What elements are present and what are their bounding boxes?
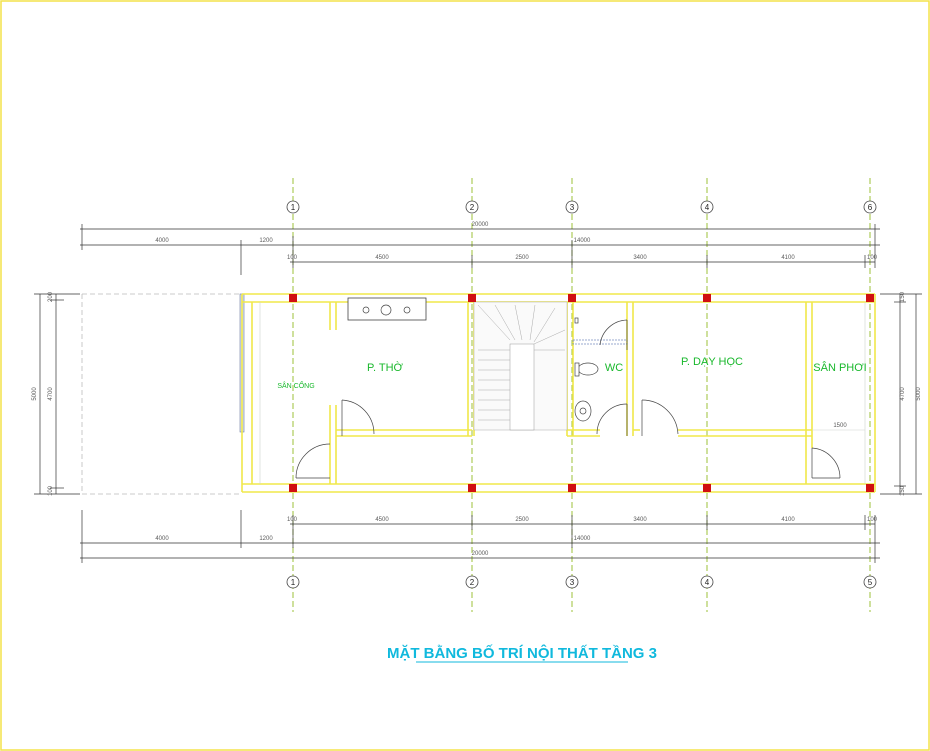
dim-span-bottom: 100: [867, 517, 878, 523]
dim-span-top: 100: [867, 255, 878, 261]
drawing-title-text: MẶT BẰNG BỐ TRÍ NỘI THẤT TẦNG 3: [387, 644, 657, 662]
front-yard-outline: [81, 293, 242, 495]
dim-right-top: 150: [900, 291, 906, 302]
wc-fixtures: [572, 317, 628, 422]
dim-left-b-bottom: 1200: [259, 536, 273, 542]
dim-span-top: 3400: [633, 255, 647, 261]
left-dimension-lines: [34, 293, 80, 495]
bottom-dimension-lines: [80, 510, 880, 563]
dim-span-bottom: 4500: [375, 517, 389, 523]
dim-right-inner: 4700: [900, 387, 906, 401]
dim-left-bottom: 100: [48, 485, 54, 496]
dim-span-top: 2500: [515, 255, 529, 261]
top-dimension-lines: [80, 224, 880, 275]
dim-span-top: 4100: [781, 255, 795, 261]
axis-label-top: 6: [868, 203, 873, 212]
axis-label-bottom: 4: [705, 578, 710, 587]
dim-span-bottom: 100: [287, 517, 298, 523]
railings: [259, 302, 866, 484]
dim-right-outer: 5000: [916, 387, 922, 401]
room-labels: P. THỜ WC P. DẠY HỌC SÂN PHƠI SÂN CỔNG 1…: [277, 356, 866, 429]
room-label-tho: P. THỜ: [367, 361, 403, 374]
dim-sub-top: 14000: [574, 238, 591, 244]
dim-sub-bottom: 14000: [574, 536, 591, 542]
room-label-wc: WC: [605, 362, 623, 374]
columns: [289, 294, 874, 492]
dim-span-top: 100: [287, 255, 298, 261]
axis-label-bottom: 3: [570, 578, 575, 587]
dim-left-a-top: 4000: [155, 238, 169, 244]
axis-label-bottom: 1: [291, 578, 296, 587]
doors: [295, 319, 841, 479]
bottom-dimension-texts: 100 4500 2500 3400 4100 100 4000 1200 14…: [155, 517, 877, 557]
axis-label-top: 4: [705, 203, 710, 212]
staircase: [473, 301, 568, 431]
dim-span-top: 4500: [375, 255, 389, 261]
dim-balcony: 1500: [833, 423, 847, 429]
axis-label-top: 1: [291, 203, 296, 212]
dim-span-bottom: 2500: [515, 517, 529, 523]
dim-span-bottom: 4100: [781, 517, 795, 523]
axis-label-bottom: 5: [868, 578, 873, 587]
axis-label-bottom: 2: [470, 578, 475, 587]
room-label-day-hoc: P. DẠY HỌC: [681, 356, 743, 368]
right-dimension-texts: 4700 5000 150 150: [900, 291, 922, 496]
dim-left-inner: 4700: [48, 387, 54, 401]
axis-bubbles-top: 1 2 3 4 6: [286, 200, 877, 214]
axis-label-top: 3: [570, 203, 575, 212]
right-dimension-lines: [880, 293, 922, 495]
dim-right-bottom: 150: [900, 485, 906, 496]
dim-span-bottom: 3400: [633, 517, 647, 523]
dim-overall-bottom: 20000: [472, 551, 489, 557]
dim-left-b-top: 1200: [259, 238, 273, 244]
dim-left-a-bottom: 4000: [155, 536, 169, 542]
drawing-title: MẶT BẰNG BỐ TRÍ NỘI THẤT TẦNG 3: [387, 644, 657, 663]
axis-label-top: 2: [470, 203, 475, 212]
altar-table: [347, 297, 427, 321]
axis-bubbles-bottom: 1 2 3 4 5: [286, 575, 877, 589]
left-dimension-texts: 5000 4700 200 100: [32, 291, 54, 496]
dim-overall-top: 20000: [472, 222, 489, 228]
dim-left-top: 200: [48, 291, 54, 302]
dim-left-outer: 5000: [32, 387, 38, 401]
top-dimension-texts: 20000 14000 4000 1200 100 4500 2500 3400…: [155, 222, 877, 261]
room-label-san-phoi: SÂN PHƠI: [813, 361, 866, 374]
room-label-san-cong: SÂN CỔNG: [277, 381, 314, 390]
